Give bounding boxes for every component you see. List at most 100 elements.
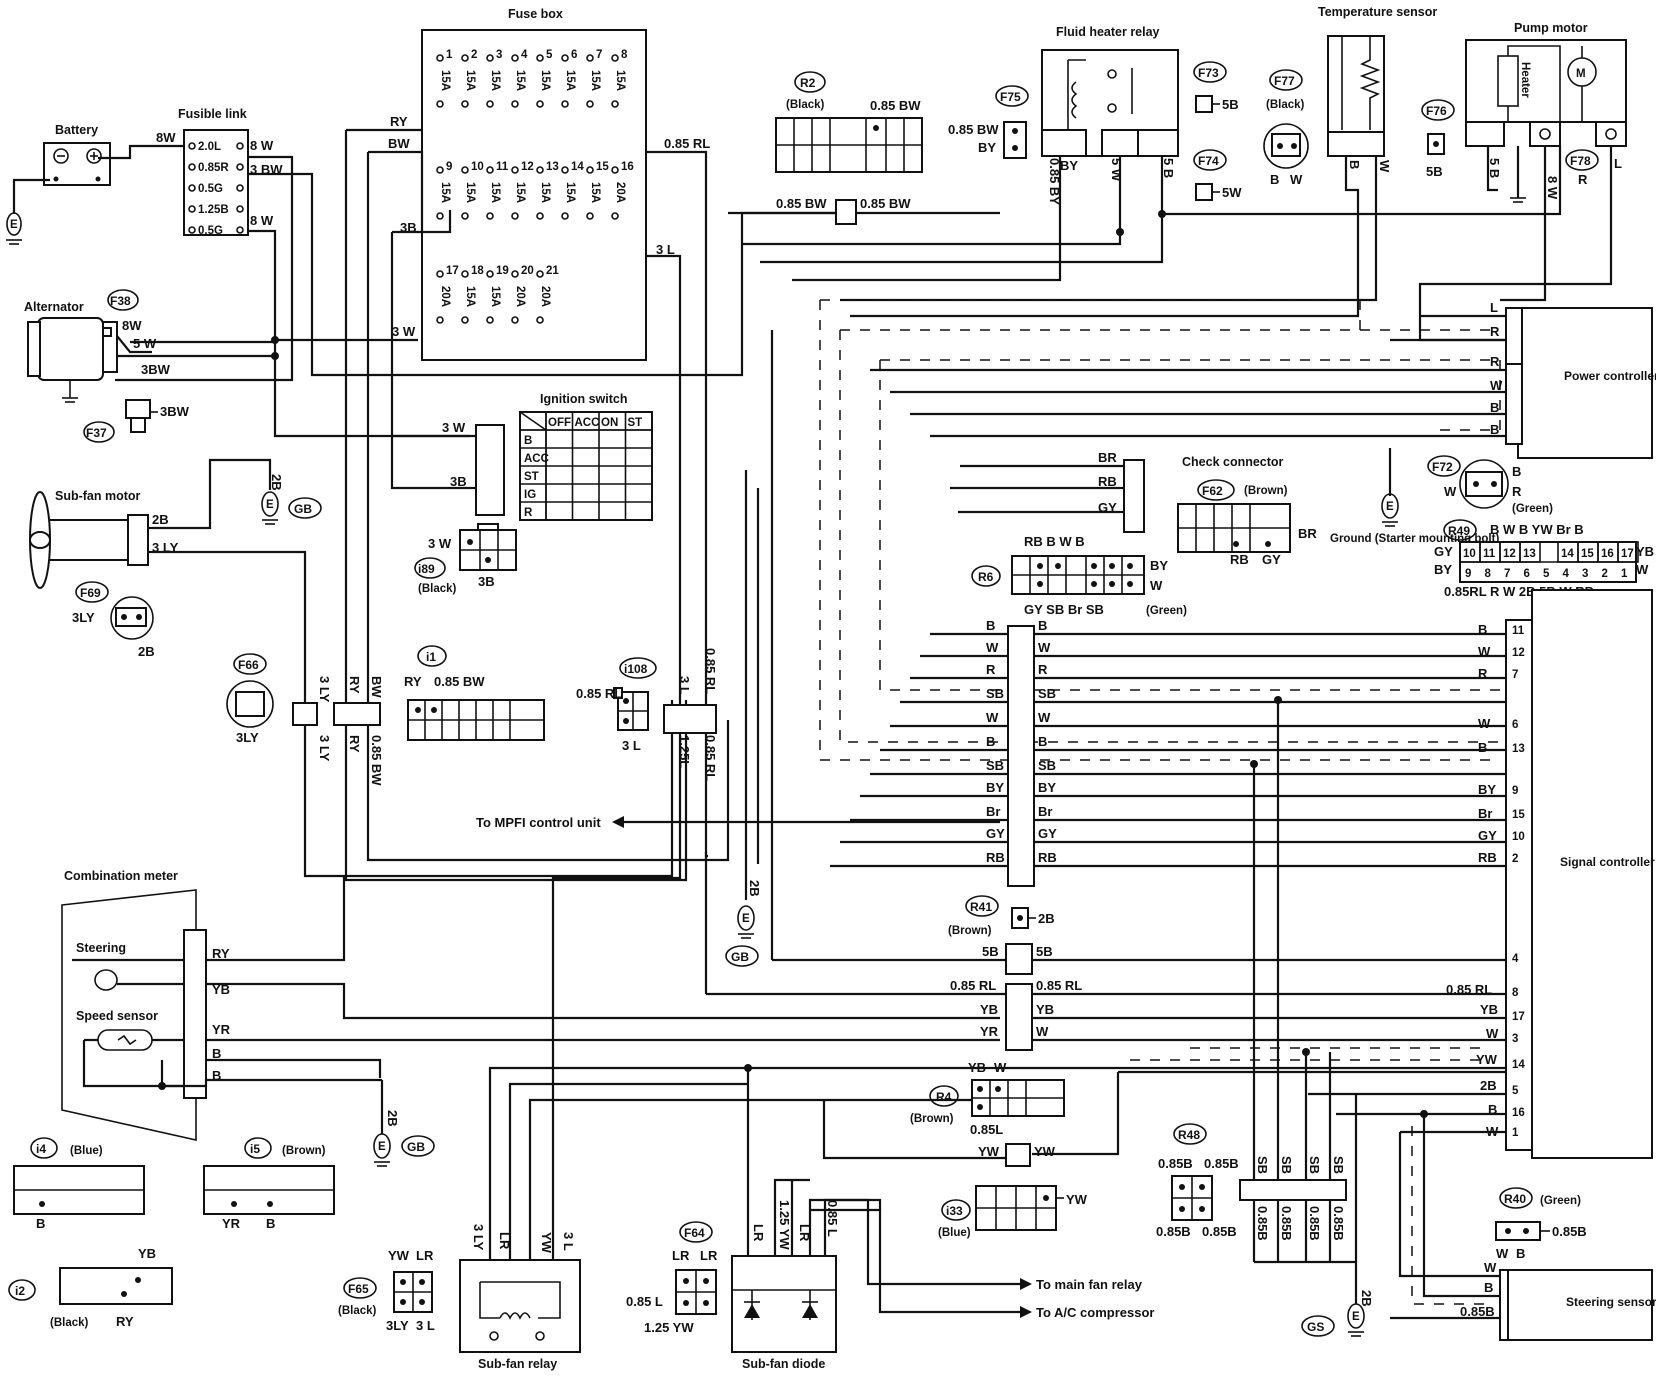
svg-text:2B: 2B — [1359, 1290, 1374, 1307]
sub-fan-diode: Sub-fan diode — [731, 1255, 837, 1371]
ground-note: Ground (Starter mounting bolt) — [1330, 533, 1499, 545]
svg-text:3LY: 3LY — [72, 610, 95, 625]
fuse-number: 13 — [546, 161, 559, 173]
svg-text:BY: BY — [1060, 158, 1078, 173]
r6-left-label: W — [986, 710, 999, 725]
svg-text:3 LY: 3 LY — [317, 735, 332, 762]
wire-label: 3 L — [656, 242, 675, 257]
svg-text:1.25 YW: 1.25 YW — [777, 1200, 792, 1250]
fuse-number: 19 — [496, 265, 509, 277]
fusible-link-0: 2.0L — [188, 141, 244, 153]
signal-pin-wire: B — [1478, 622, 1487, 637]
svg-text:W: W — [1496, 1246, 1509, 1261]
svg-text:0.85B: 0.85B — [1331, 1206, 1346, 1241]
fuse-rating: 15A — [589, 182, 601, 203]
svg-text:E: E — [378, 1141, 386, 1153]
fuse-rating: 15A — [539, 182, 551, 203]
fuse-number: 12 — [521, 161, 534, 173]
ground-gs: E GS — [1301, 1303, 1365, 1337]
svg-text:F65: F65 — [348, 1282, 369, 1296]
svg-text:GB: GB — [294, 502, 312, 516]
svg-text:0.85 RL: 0.85 RL — [703, 735, 718, 781]
signal-pin-number: 17 — [1512, 1011, 1525, 1023]
svg-text:5B: 5B — [1036, 944, 1053, 959]
r49-pin: 14 — [1561, 548, 1574, 560]
r6-left-label: SB — [986, 758, 1004, 773]
svg-text:5B: 5B — [982, 944, 999, 959]
connector-F65: YW LR 3LY 3 L F65 (Black) — [338, 1248, 435, 1333]
svg-text:LR: LR — [751, 1224, 766, 1242]
fuse-rating: 20A — [514, 286, 526, 307]
fuse-number: 6 — [571, 49, 577, 61]
fuse-box: Fuse box 115A215A315A415A515A615A715A815… — [421, 7, 647, 361]
signal-pin-number: 6 — [1512, 719, 1518, 731]
svg-text:YW: YW — [1066, 1192, 1088, 1207]
inline-connector — [292, 702, 318, 726]
svg-text:F72: F72 — [1432, 460, 1453, 474]
fuse-number: 10 — [471, 161, 484, 173]
signal-controller: Signal controller — [1505, 589, 1655, 1159]
fuse-number: 20 — [521, 265, 534, 277]
svg-text:F62: F62 — [1202, 484, 1223, 498]
r49-pin: 13 — [1523, 548, 1536, 560]
connector-F74: 5W F74 — [1193, 149, 1242, 201]
inline-connector — [1005, 983, 1033, 1051]
svg-text:0.85 BW: 0.85 BW — [776, 196, 827, 211]
ignition-row: ACC — [524, 453, 549, 465]
r6-right-label: B — [1038, 734, 1047, 749]
svg-text:RB: RB — [1098, 474, 1117, 489]
inline-connector — [1005, 1143, 1031, 1167]
check-connector: Check connector F62 (Brown) BR RB GY — [1177, 455, 1317, 567]
svg-text:0.85 RL: 0.85 RL — [1446, 982, 1492, 997]
svg-text:R: R — [1578, 172, 1588, 187]
svg-text:YR: YR — [222, 1216, 241, 1231]
r6-left-label: Br — [986, 804, 1000, 819]
svg-text:RY: RY — [116, 1314, 134, 1329]
r6-right-label: SB — [1038, 686, 1056, 701]
signal-pin-number: 16 — [1512, 1107, 1525, 1119]
wire-label: 3 BW — [250, 162, 283, 177]
r49-pin: 5 — [1543, 568, 1550, 580]
svg-text:YW: YW — [1476, 1052, 1498, 1067]
svg-text:YB: YB — [212, 982, 230, 997]
signal-pin-number: 1 — [1512, 1127, 1519, 1139]
r49-pin: 11 — [1483, 548, 1496, 560]
r6-left-label: R — [986, 662, 996, 677]
ignition-column: ST — [628, 417, 643, 429]
signal-pin-number: 9 — [1512, 785, 1518, 797]
connector-F76: 5B F76 — [1421, 99, 1455, 179]
inline-connector — [663, 704, 717, 734]
svg-text:0.85 L: 0.85 L — [825, 1200, 840, 1237]
r49-pin: 9 — [1465, 568, 1471, 580]
inline-connector — [333, 702, 381, 726]
fuse-number: 14 — [571, 161, 584, 173]
svg-text:BY: BY — [1434, 562, 1452, 577]
svg-text:E: E — [10, 219, 18, 231]
svg-text:(Brown): (Brown) — [948, 925, 992, 937]
signal-pin-number: 15 — [1512, 809, 1525, 821]
signal-controller-title: Signal controller — [1560, 855, 1655, 869]
sub-fan-motor-title: Sub-fan motor — [55, 489, 141, 503]
svg-text:GS: GS — [1307, 1320, 1324, 1334]
r6-left-label: GY — [986, 826, 1005, 841]
connector-i2: YB RY i2 (Black) — [8, 1246, 173, 1329]
connector-F37: 3BW F37 — [83, 399, 190, 443]
wire-label: RY — [390, 114, 408, 129]
svg-text:R49: R49 — [1448, 524, 1470, 538]
signal-pin-number: 10 — [1512, 831, 1525, 843]
signal-pin-number: 12 — [1512, 647, 1525, 659]
connector-i1: RY 0.85 BW i1 — [404, 645, 545, 741]
temperature-sensor-title: Temperature sensor — [1318, 5, 1437, 19]
svg-text:3LY: 3LY — [386, 1318, 409, 1333]
ground-starter: E Ground (Starter mounting bolt) — [1330, 493, 1499, 545]
r6-harness-connector — [1007, 625, 1035, 887]
svg-text:LR: LR — [497, 1232, 512, 1250]
connector-i89: 3 W 3B i89 (Black) — [414, 523, 517, 595]
connector-F77: B W F77 (Black) — [1263, 69, 1309, 187]
